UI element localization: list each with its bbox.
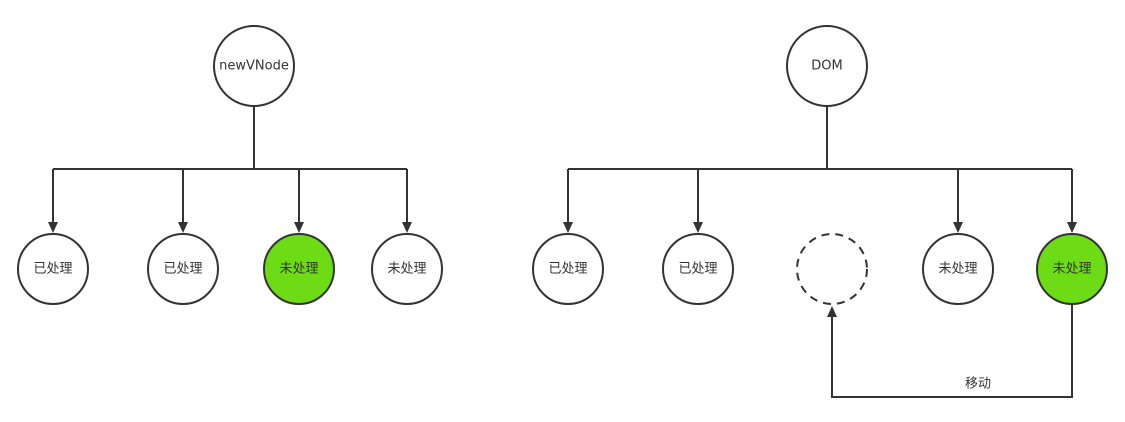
newvnode-tree: newVNode 已处理 已处理 未处理 未处理 xyxy=(17,25,443,305)
child-node-label: 未处理 xyxy=(279,262,318,277)
root-node-circle xyxy=(786,25,868,107)
child-node-label: 已处理 xyxy=(548,262,587,277)
placeholder-node-circle xyxy=(796,233,868,305)
arrowhead-down-icon xyxy=(1067,222,1077,233)
root-node-label: newVNode xyxy=(219,59,289,74)
move-edge-label: 移动 xyxy=(965,377,991,392)
child-node-circle xyxy=(17,233,89,305)
child-node-circle xyxy=(371,233,443,305)
move-edge-path xyxy=(831,304,1073,398)
child-node-circle xyxy=(532,233,604,305)
child-node-label: 已处理 xyxy=(163,262,202,277)
child-node-circle xyxy=(922,233,994,305)
arrowhead-down-icon xyxy=(563,222,573,233)
arrowhead-down-icon xyxy=(402,222,412,233)
child-node-label: 未处理 xyxy=(1052,262,1091,277)
child-node-circle xyxy=(147,233,219,305)
child-node-circle xyxy=(263,233,335,305)
arrowhead-up-icon xyxy=(827,306,837,317)
arrowhead-down-icon xyxy=(953,222,963,233)
child-node-label: 已处理 xyxy=(33,262,72,277)
arrowhead-down-icon xyxy=(178,222,188,233)
arrowhead-down-icon xyxy=(693,222,703,233)
move-edge: 移动 xyxy=(827,304,1073,398)
arrowhead-down-icon xyxy=(48,222,58,233)
root-node-circle xyxy=(213,25,295,107)
child-node-label: 已处理 xyxy=(678,262,717,277)
dom-tree: DOM 已处理 已处理 未处理 未处理 xyxy=(532,25,1108,305)
child-node-circle xyxy=(662,233,734,305)
child-node-label: 未处理 xyxy=(938,262,977,277)
root-node-label: DOM xyxy=(811,59,842,74)
child-node-label: 未处理 xyxy=(387,262,426,277)
arrowhead-down-icon xyxy=(294,222,304,233)
